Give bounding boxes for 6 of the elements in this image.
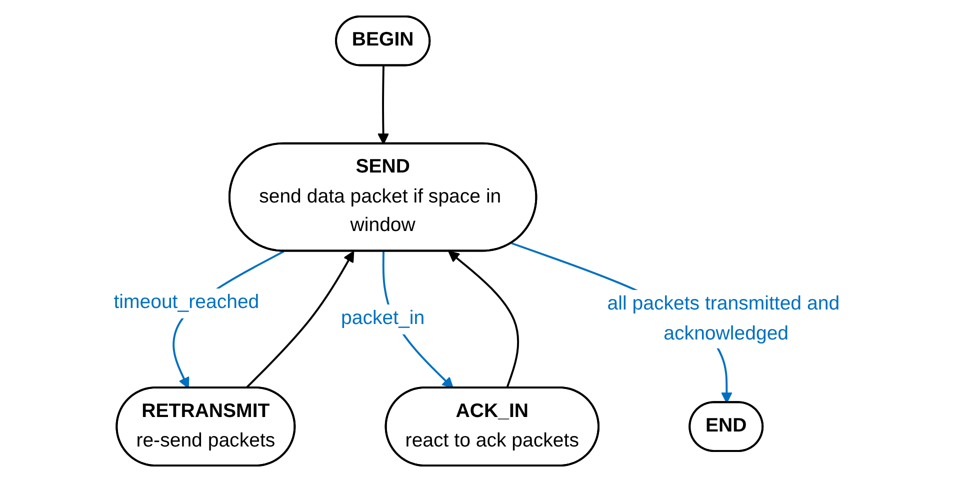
edge-label: timeout_reached [114,290,260,313]
arrow [245,250,354,388]
edge-label: all packets transmitted and acknowledged [607,292,840,344]
arrow [378,65,390,144]
edge-label: packet_in [341,306,425,329]
arrow [448,250,520,388]
